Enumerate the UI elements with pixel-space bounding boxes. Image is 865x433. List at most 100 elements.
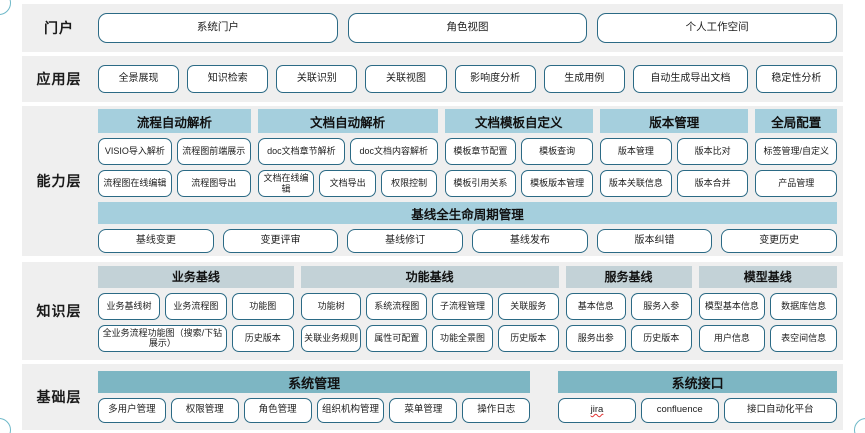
cap-item-template-query[interactable]: 模板查询 [521,138,593,165]
layer-label-capability: 能力层 [36,173,82,189]
foundation-group-system-interface: 系统接口 jira confluence 接口自动化平台 [558,371,838,423]
base-item-confluence[interactable]: confluence [640,398,719,423]
base-item-operation-log[interactable]: 操作日志 [462,398,531,423]
group-row: 服务出参 历史版本 [565,324,692,352]
cap-item-doc-online-edit[interactable]: 文档在线编辑 [257,170,315,197]
group-title-business-baseline: 业务基线 [98,265,294,288]
know-item-history-version-function[interactable]: 历史版本 [497,324,559,352]
know-item-history-version-service[interactable]: 历史版本 [631,324,692,352]
know-item-service-input-param[interactable]: 服务入参 [631,292,692,320]
app-item-generate-case[interactable]: 生成用例 [543,65,625,93]
lifecycle-item-baseline-change[interactable]: 基线变更 [98,229,214,253]
cap-item-flowchart-frontend-display[interactable]: 流程图前端展示 [176,138,251,165]
lifecycle-item-baseline-revision[interactable]: 基线修订 [347,229,464,253]
portal-item-personal-workspace[interactable]: 个人工作空间 [597,13,838,43]
base-item-menu-management[interactable]: 菜单管理 [389,398,458,423]
cap-item-doc-chapter-parse[interactable]: doc文档章节解析 [257,138,346,165]
group-row: 版本管理 版本比对 [599,138,749,165]
know-item-database-info[interactable]: 数据库信息 [770,292,837,320]
group-title-system-management: 系统管理 [98,371,531,393]
cap-item-version-merge[interactable]: 版本合并 [676,170,749,197]
group-row: 产品管理 [755,170,837,197]
group-row: 业务基线树 业务流程图 功能图 [98,292,294,320]
app-item-panorama[interactable]: 全景展现 [98,65,180,93]
group-row: 标签管理/自定义 [755,138,837,165]
know-item-history-version-business[interactable]: 历史版本 [231,324,294,352]
cap-item-doc-content-parse[interactable]: doc文档内容解析 [350,138,438,165]
baseline-lifecycle-section: 基线全生命周期管理 基线变更 变更评审 基线修订 基线发布 版本纠错 变更历史 [96,202,843,253]
lifecycle-item-version-correction[interactable]: 版本纠错 [596,229,713,253]
group-row: jira confluence 接口自动化平台 [558,398,838,423]
portal-item-role-view[interactable]: 角色视图 [347,13,588,43]
group-title-model-baseline: 模型基线 [698,265,837,288]
cap-item-version-compare[interactable]: 版本比对 [676,138,749,165]
know-item-related-business-rule[interactable]: 关联业务规则 [300,324,362,352]
cap-item-template-reference-relation[interactable]: 模板引用关系 [444,170,517,197]
base-item-permission-management[interactable]: 权限管理 [170,398,239,423]
app-item-knowledge-search[interactable]: 知识检索 [187,65,269,93]
cap-item-version-relation-info[interactable]: 版本关联信息 [599,170,672,197]
know-item-subprocess-management[interactable]: 子流程管理 [432,292,493,320]
know-item-tablespace-info[interactable]: 表空间信息 [770,324,837,352]
layer-body-application: 全景展现 知识检索 关联识别 关联视图 影响度分析 生成用例 自动生成导出文档 … [96,56,843,102]
knowledge-group-function-baseline: 功能基线 功能树 系统流程图 子流程管理 关联服务 关联业务规则 属性可配置 功… [300,265,559,357]
knowledge-group-container: 业务基线 业务基线树 业务流程图 功能图 全业务流程功能图（搜索/下钻展示） 历… [96,265,843,357]
group-row: 模板引用关系 模板版本管理 [444,170,593,197]
app-item-auto-export-doc[interactable]: 自动生成导出文档 [632,65,748,93]
base-item-jira[interactable]: jira [558,398,636,423]
app-item-impact-analysis[interactable]: 影响度分析 [454,65,536,93]
layer-band-knowledge: 知识层 业务基线 业务基线树 业务流程图 功能图 全业务流程功能图（搜索/下钻展… [22,262,843,360]
knowledge-group-service-baseline: 服务基线 基本信息 服务入参 服务出参 历史版本 [565,265,692,357]
cap-item-product-management[interactable]: 产品管理 [755,170,837,197]
app-item-relation-recognition[interactable]: 关联识别 [276,65,358,93]
cap-item-permission-control[interactable]: 权限控制 [380,170,438,197]
know-item-basic-info[interactable]: 基本信息 [565,292,627,320]
know-item-user-info[interactable]: 用户信息 [698,324,766,352]
know-item-model-basic-info[interactable]: 模型基本信息 [698,292,766,320]
capability-group-container: 流程自动解析 VISIO导入解析 流程图前端展示 流程图在线编辑 流程图导出 文… [96,109,843,202]
cap-item-template-version-management[interactable]: 模板版本管理 [521,170,593,197]
lifecycle-item-change-review[interactable]: 变更评审 [222,229,339,253]
know-item-business-flowchart[interactable]: 业务流程图 [164,292,227,320]
portal-item-system-portal[interactable]: 系统门户 [98,13,338,43]
cap-item-version-management[interactable]: 版本管理 [599,138,672,165]
capability-group-version-management: 版本管理 版本管理 版本比对 版本关联信息 版本合并 [599,109,749,202]
know-item-function-tree[interactable]: 功能树 [300,292,362,320]
lifecycle-item-change-history[interactable]: 变更历史 [721,229,838,253]
group-row: 流程图在线编辑 流程图导出 [98,170,251,197]
know-item-function-diagram[interactable]: 功能图 [231,292,294,320]
layer-label-knowledge: 知识层 [36,303,82,319]
layer-band-foundation: 基础层 系统管理 多用户管理 权限管理 角色管理 组织机构管理 菜单管理 操作日… [22,364,843,430]
cap-item-tag-management-custom[interactable]: 标签管理/自定义 [755,138,837,165]
know-item-system-flowchart[interactable]: 系统流程图 [366,292,428,320]
base-item-interface-automation-platform[interactable]: 接口自动化平台 [723,398,838,423]
cap-item-flowchart-export[interactable]: 流程图导出 [176,170,251,197]
know-item-attribute-configurable[interactable]: 属性可配置 [366,324,428,352]
know-item-related-service[interactable]: 关联服务 [497,292,559,320]
group-title-system-interface: 系统接口 [558,371,837,393]
cap-item-flowchart-online-edit[interactable]: 流程图在线编辑 [98,170,172,197]
cap-item-visio-import-parse[interactable]: VISIO导入解析 [98,138,172,165]
knowledge-group-business-baseline: 业务基线 业务基线树 业务流程图 功能图 全业务流程功能图（搜索/下钻展示） 历… [98,265,294,357]
cap-item-template-chapter-config[interactable]: 模板章节配置 [444,138,517,165]
layer-body-portal: 系统门户 角色视图 个人工作空间 [96,4,843,52]
cap-item-doc-export[interactable]: 文档导出 [319,170,376,197]
base-item-role-management[interactable]: 角色管理 [243,398,312,423]
layer-band-portal: 门户 系统门户 角色视图 个人工作空间 [22,4,843,52]
app-item-relation-view[interactable]: 关联视图 [365,65,447,93]
lifecycle-item-baseline-release[interactable]: 基线发布 [472,229,588,253]
group-row: VISIO导入解析 流程图前端展示 [98,138,251,165]
knowledge-group-model-baseline: 模型基线 模型基本信息 数据库信息 用户信息 表空间信息 [698,265,837,357]
know-item-function-panorama[interactable]: 功能全景图 [432,324,493,352]
base-item-multi-user-management[interactable]: 多用户管理 [98,398,166,423]
know-item-business-baseline-tree[interactable]: 业务基线树 [98,292,160,320]
app-item-stability-analysis[interactable]: 稳定性分析 [755,65,837,93]
group-row: 用户信息 表空间信息 [698,324,837,352]
know-item-service-output-param[interactable]: 服务出参 [565,324,627,352]
base-item-organization-management[interactable]: 组织机构管理 [316,398,385,423]
know-item-full-business-process-function-diagram[interactable]: 全业务流程功能图（搜索/下钻展示） [98,324,227,352]
capability-group-process-parse: 流程自动解析 VISIO导入解析 流程图前端展示 流程图在线编辑 流程图导出 [98,109,251,202]
application-item-row: 全景展现 知识检索 关联识别 关联视图 影响度分析 生成用例 自动生成导出文档 … [96,65,843,93]
group-row: doc文档章节解析 doc文档内容解析 [257,138,438,165]
capability-group-doc-parse: 文档自动解析 doc文档章节解析 doc文档内容解析 文档在线编辑 文档导出 权… [257,109,438,202]
